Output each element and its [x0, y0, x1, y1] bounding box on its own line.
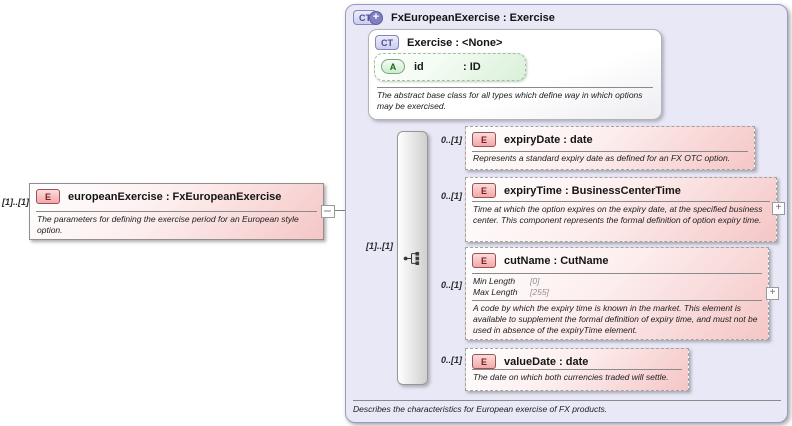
element-title: expiryDate : date — [504, 133, 593, 146]
attribute-icon: A — [381, 59, 405, 74]
expand-icon-cutName[interactable] — [766, 287, 779, 300]
element-box-valueDate[interactable]: E valueDate : date The date on which bot… — [465, 348, 689, 391]
cardinality-cutName: 0..[1] — [440, 280, 462, 290]
divider — [377, 87, 653, 88]
element-doc: The date on which both currencies traded… — [473, 372, 669, 382]
divider — [353, 400, 781, 401]
cardinality-expiryDate: 0..[1] — [440, 135, 462, 145]
divider — [472, 151, 748, 152]
facet-list: Min Length [0] Max Length [255] — [473, 276, 549, 297]
facet-value: [0] — [530, 276, 540, 286]
element-header: E valueDate : date — [472, 354, 588, 369]
element-icon: E — [472, 132, 496, 147]
element-icon: E — [472, 253, 496, 268]
element-box-europeanExercise[interactable]: E europeanExercise : FxEuropeanExercise … — [29, 183, 324, 240]
element-header: E expiryTime : BusinessCenterTime — [472, 183, 681, 198]
cardinality-valueDate: 0..[1] — [440, 355, 462, 365]
element-header: E europeanExercise : FxEuropeanExercise — [36, 189, 281, 204]
element-header: E expiryDate : date — [472, 132, 593, 147]
complex-type-icon: CT — [353, 10, 383, 25]
facet-name: Min Length — [473, 276, 516, 286]
facet-name: Max Length — [473, 286, 518, 297]
complex-type-icon: CT — [375, 35, 399, 50]
complex-type-header: CT FxEuropeanExercise : Exercise — [353, 10, 555, 25]
sequence-compositor[interactable] — [397, 131, 428, 385]
element-box-expiryTime[interactable]: E expiryTime : BusinessCenterTime Time a… — [465, 177, 777, 242]
element-icon: E — [472, 183, 496, 198]
cardinality-expiryTime: 0..[1] — [440, 191, 462, 201]
divider — [472, 201, 770, 202]
element-doc: Represents a standard expiry date as def… — [473, 153, 731, 163]
base-type-header: CT Exercise : <None> — [375, 35, 502, 50]
element-title: valueDate : date — [504, 355, 589, 368]
divider — [472, 300, 762, 301]
element-title: expiryTime : BusinessCenterTime — [504, 184, 681, 197]
element-doc: A code by which the expiry time is known… — [473, 303, 758, 335]
element-icon: E — [36, 189, 60, 204]
element-icon: E — [472, 354, 496, 369]
sequence-cardinality: [1]..[1] — [366, 241, 393, 251]
base-type-doc: The abstract base class for all types wh… — [377, 90, 643, 111]
facet-min-length: Min Length [0] — [473, 276, 549, 287]
element-header: E cutName : CutName — [472, 253, 609, 268]
element-box-cutName[interactable]: E cutName : CutName Min Length [0] Max L… — [465, 247, 769, 340]
expand-icon-expiryTime[interactable] — [772, 202, 785, 215]
element-doc: The parameters for defining the exercise… — [37, 214, 299, 235]
source-cardinality: [1]..[1] — [2, 197, 29, 207]
facet-value: [255] — [530, 286, 549, 297]
collapse-handle-icon[interactable] — [321, 205, 335, 218]
attribute-name: id — [414, 60, 424, 73]
sequence-icon — [403, 252, 420, 265]
attribute-box-id[interactable]: A id : ID — [374, 53, 526, 81]
divider — [472, 273, 762, 274]
element-title: cutName : CutName — [504, 254, 609, 267]
base-type-title: Exercise : <None> — [407, 36, 503, 49]
complex-type-title: FxEuropeanExercise : Exercise — [391, 11, 555, 24]
element-box-expiryDate[interactable]: E expiryDate : date Represents a standar… — [465, 126, 755, 170]
complex-type-doc: Describes the characteristics for Europe… — [353, 404, 608, 414]
element-doc: Time at which the option expires on the … — [473, 204, 763, 225]
divider — [36, 211, 317, 212]
facet-max-length: Max Length [255] — [473, 287, 549, 298]
attribute-header: A id : ID — [381, 59, 481, 74]
element-title: europeanExercise : FxEuropeanExercise — [68, 190, 282, 203]
divider — [472, 369, 682, 370]
attribute-type: : ID — [463, 60, 481, 73]
